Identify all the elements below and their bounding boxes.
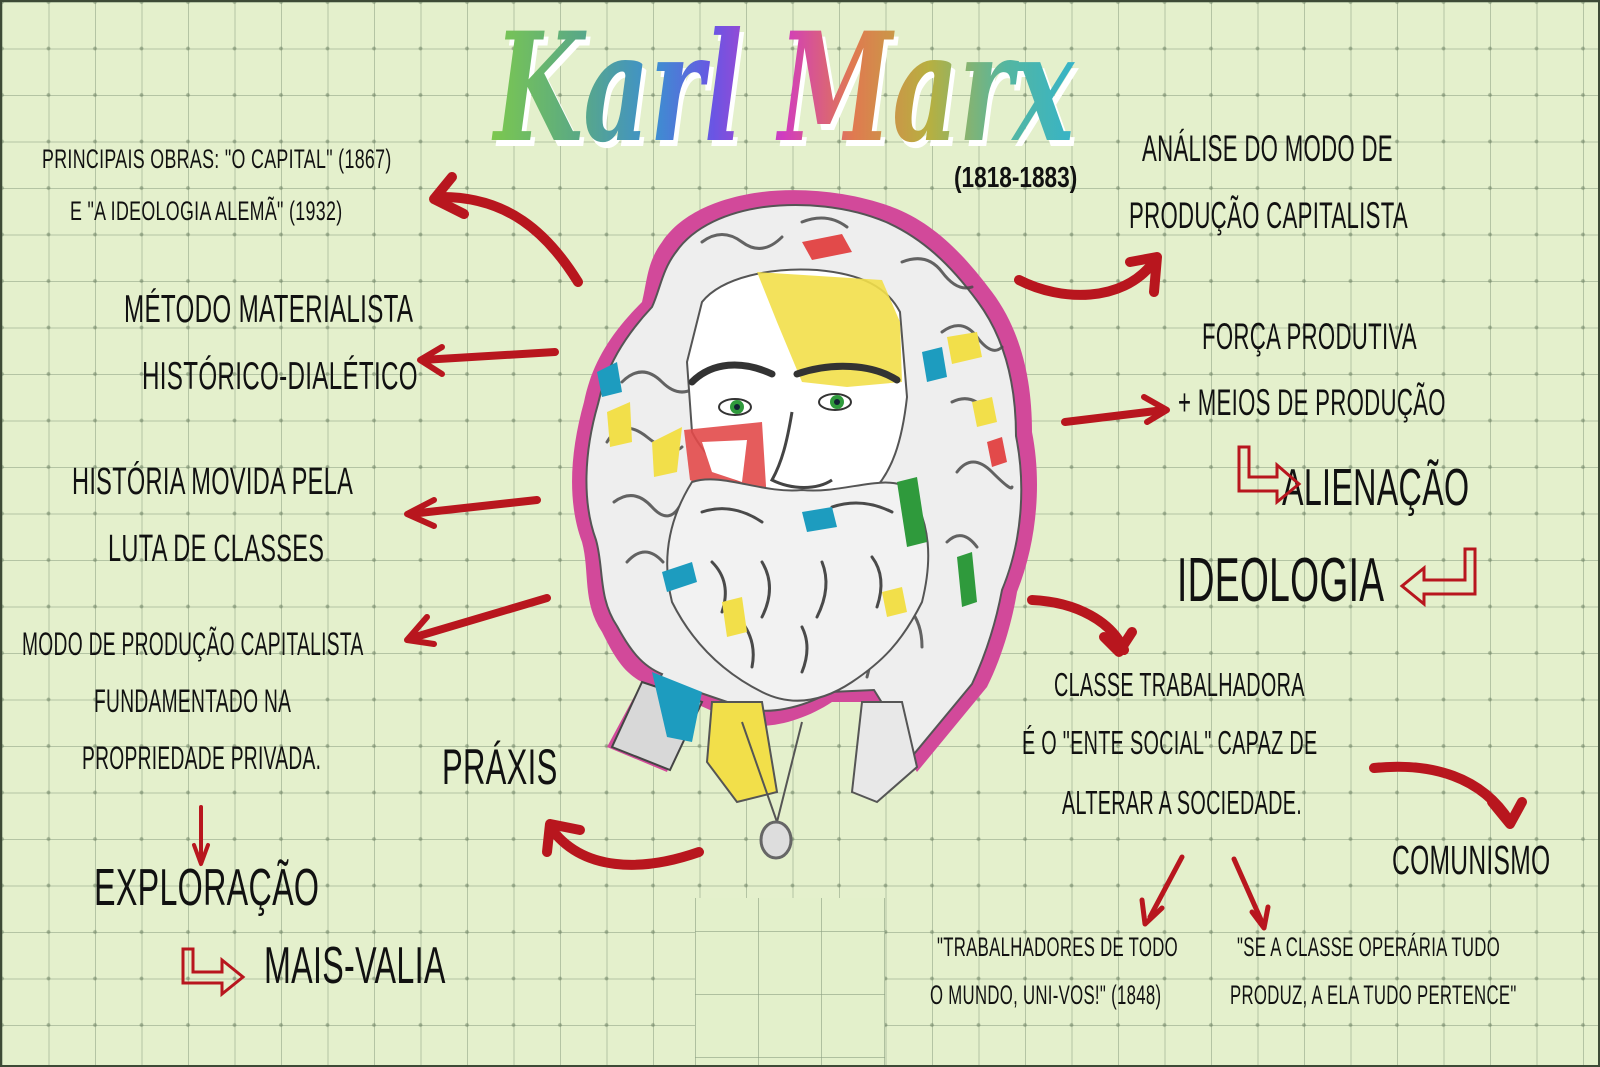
modo-line-2: fundamentado na xyxy=(94,683,292,719)
portrait-illustration xyxy=(562,182,1042,877)
title-shadow: Karl Marx xyxy=(495,6,1079,182)
arrow-to-classe-icon xyxy=(1027,595,1137,657)
arrow-to-quote-1-icon xyxy=(1139,854,1185,927)
karl-marx-portrait-icon xyxy=(572,190,1037,860)
grid-patch xyxy=(695,898,885,1065)
hook-arrow-alienacao-icon xyxy=(1237,445,1302,506)
arrow-to-analise-icon xyxy=(1014,252,1162,300)
quote-1-line-2: o mundo, uni-vos!" (1848) xyxy=(930,980,1162,1010)
arrow-to-quote-2-icon xyxy=(1231,856,1271,931)
modo-line-3: propriedade privada. xyxy=(82,740,322,776)
modo-line-1: Modo de produção capitalista xyxy=(22,626,364,662)
quote-1-line-1: "Trabalhadores de todo xyxy=(937,932,1178,962)
arrow-to-forca-icon xyxy=(1061,394,1170,426)
hook-arrow-mais-valia-icon xyxy=(181,947,246,998)
title-text: Karl Marx xyxy=(491,0,1075,176)
title-graphic: Karl Marx Karl Marx xyxy=(491,2,1079,182)
forca-line-1: Força produtiva xyxy=(1202,316,1418,357)
arrow-to-obras-icon xyxy=(429,172,583,287)
alienacao-label: Alienação xyxy=(1282,459,1470,517)
forca-line-2: + meios de produção xyxy=(1178,382,1446,423)
arrow-to-comunismo-icon xyxy=(1369,761,1527,829)
classe-line-2: é o "ente social" capaz de xyxy=(1022,724,1318,761)
metodo-line-1: Método materialista xyxy=(124,288,414,331)
beard xyxy=(666,478,930,702)
ideologia-label: Ideologia xyxy=(1177,546,1385,615)
historia-line-2: luta de classes xyxy=(108,528,325,570)
obras-line-2: E "A Ideologia Alemã" (1932) xyxy=(70,196,343,226)
comunismo-label: Comunismo xyxy=(1392,837,1551,883)
classe-line-1: Classe trabalhadora xyxy=(1054,666,1305,703)
life-years: (1818-1883) xyxy=(954,162,1078,194)
analise-line-2: produção capitalista xyxy=(1129,195,1409,236)
mais-valia-label: Mais-valia xyxy=(264,937,446,995)
historia-line-1: História movida pela xyxy=(72,461,354,503)
arrow-to-metodo-icon xyxy=(417,344,559,377)
arrow-to-modo-icon xyxy=(404,594,551,647)
arrow-to-exploracao-icon xyxy=(192,805,210,866)
metodo-line-2: histórico-dialético xyxy=(142,355,418,398)
quote-2-line-2: produz, a ela tudo pertence" xyxy=(1230,980,1517,1010)
praxis-label: Práxis xyxy=(442,739,558,795)
analise-line-1: Análise do modo de xyxy=(1142,128,1393,169)
arrow-to-praxis-icon xyxy=(542,819,704,870)
page-title: Karl Marx Karl Marx xyxy=(491,2,1092,182)
medallion xyxy=(759,820,793,860)
hook-arrow-ideologia-icon xyxy=(1399,547,1477,608)
arrow-to-historia-icon xyxy=(404,496,541,529)
classe-line-3: alterar a sociedade. xyxy=(1062,784,1303,821)
quote-2-line-1: "Se a classe operária tudo xyxy=(1237,932,1501,962)
obras-line-1: Principais obras: "O Capital" (1867) xyxy=(42,144,392,174)
exploracao-label: Exploração xyxy=(94,859,320,917)
